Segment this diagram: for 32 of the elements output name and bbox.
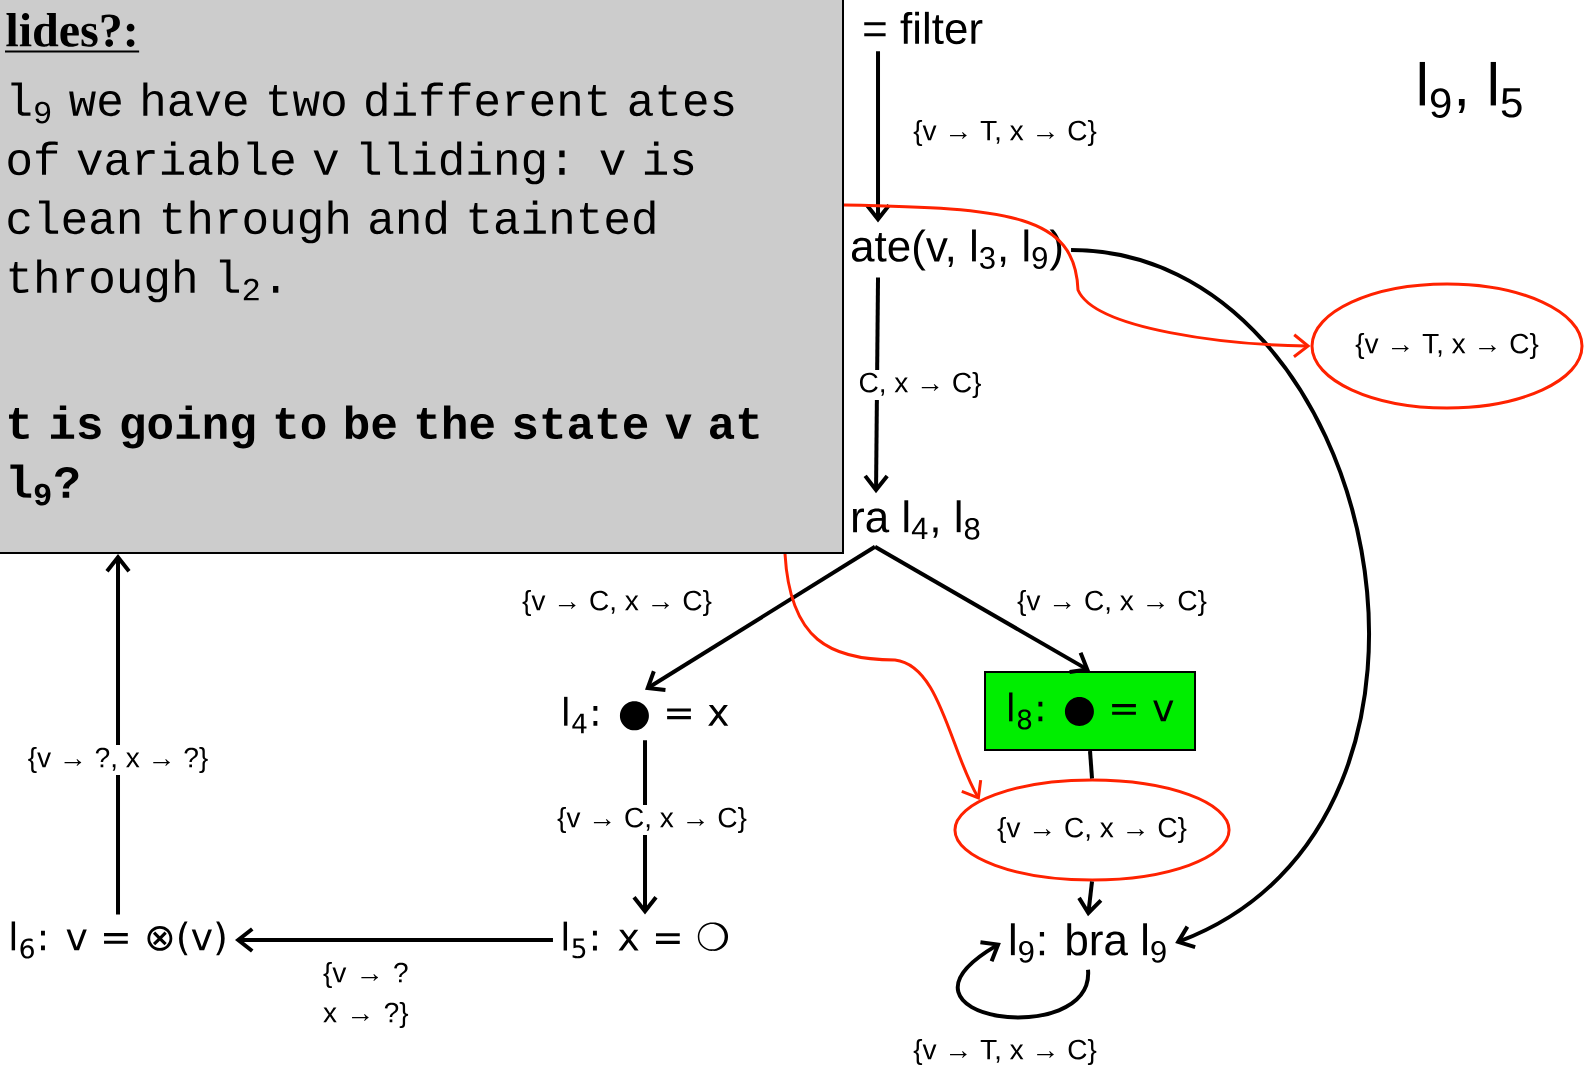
edge-label: {v → T, x → C} bbox=[913, 1038, 1097, 1066]
edge-label: {v → ?, x → ?} bbox=[25, 744, 211, 776]
arrow bbox=[645, 545, 877, 692]
statement-label: ra l$_{4}$, l$_{8}$ bbox=[853, 500, 980, 540]
arrow bbox=[632, 740, 658, 915]
annotation-arrow bbox=[843, 203, 1311, 358]
statement-label: l$_{5}$: x = ❍ bbox=[563, 921, 729, 959]
circled-state-label: {v → T, x → C} bbox=[1310, 282, 1584, 410]
edge-label: C, x → C} bbox=[856, 369, 984, 401]
edge-label: {v → ? x → ?} bbox=[323, 961, 409, 1029]
circled-state-label: {v → C, x → C} bbox=[953, 778, 1231, 882]
statement-label: l$_{4}$: ● = x bbox=[564, 696, 729, 734]
arrow bbox=[1077, 881, 1103, 917]
connector-line bbox=[1088, 750, 1094, 779]
arrow bbox=[105, 554, 131, 915]
annotation-arrow bbox=[783, 553, 983, 800]
edge-label: {v → C, x → C} bbox=[1017, 589, 1207, 617]
arrow bbox=[863, 277, 889, 494]
edge-label: {v → C, x → C} bbox=[522, 589, 712, 617]
callout-box: lides?: l$_{9}$ we have two different ates of variable v lliding: v is clean through and tainted through l$_{2}$. t is going to be the state v at l$_{9}$? bbox=[0, 0, 844, 554]
arrow bbox=[865, 51, 891, 223]
edge-label: {v → T, x → C} bbox=[913, 119, 1097, 147]
highlighted-statement-box: l$_{8}$: ● = v bbox=[984, 671, 1196, 751]
arrow bbox=[1070, 248, 1371, 950]
statement-label: l$_{9}$: bra l$_{9}$ bbox=[1010, 923, 1166, 963]
arrow bbox=[874, 545, 1090, 674]
statement-label: = filter bbox=[864, 11, 983, 45]
location-label: l$_{9}$, l$_{5}$ bbox=[1419, 61, 1522, 119]
statement-label: l$_{6}$: v = ⊗(v) bbox=[11, 921, 225, 959]
arrow bbox=[235, 927, 553, 953]
edge-label: {v → C, x → C} bbox=[555, 804, 749, 836]
arrow bbox=[956, 940, 1090, 1020]
